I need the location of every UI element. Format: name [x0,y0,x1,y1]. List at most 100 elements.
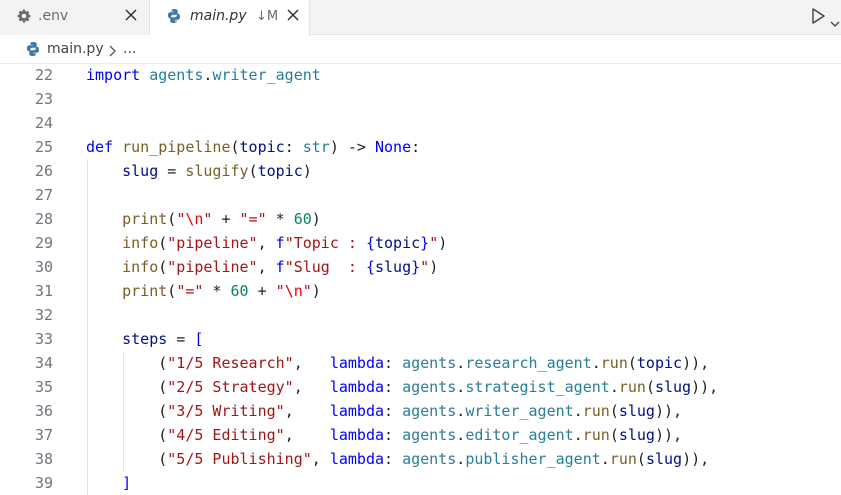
code-token: ( [645,378,655,396]
code-token: import [86,66,141,84]
code-token: ( [167,210,177,228]
code-token: ( [86,426,168,444]
code-token: "Slug : [284,258,366,276]
code-token: ( [158,258,168,276]
code-token: lambda [329,426,385,444]
code-token: , [284,402,330,420]
code-line[interactable]: 29 info("pipeline", f"Topic : {topic}") [0,231,841,255]
code-line[interactable]: 35 ("2/5 Strategy", lambda: agents.strat… [0,375,841,399]
code-line[interactable]: 26 slug = slugify(topic) [0,159,841,183]
code-token: slug [654,378,692,396]
code-token: f [275,258,285,276]
code-line[interactable]: 23 [0,87,841,111]
code-token: ) -> [329,138,375,156]
code-text: ("1/5 Research", lambda: agents.research… [86,351,709,375]
code-token: slug [122,162,159,180]
run-icon[interactable] [810,7,826,25]
code-line[interactable]: 39 ] [0,471,841,495]
code-line[interactable]: 24 [0,111,841,135]
code-token: . [609,378,619,396]
code-token: run [609,450,637,468]
code-token: topic [239,138,285,156]
code-line[interactable]: 34 ("1/5 Research", lambda: agents.resea… [0,351,841,375]
code-line[interactable]: 36 ("3/5 Writing", lambda: agents.writer… [0,399,841,423]
code-token: ( [609,426,619,444]
code-token: ) [429,258,439,276]
code-line[interactable]: 33 steps = [ [0,327,841,351]
code-token: * [203,282,231,300]
code-token: ) [311,282,321,300]
line-number: 25 [34,138,53,156]
code-token: agents [402,354,457,372]
code-line[interactable]: 30 info("pipeline", f"Slug : {slug}") [0,255,841,279]
code-token: " [176,210,186,228]
code-token: " [302,282,312,300]
code-line[interactable]: 28 print("\n" + "=" * 60) [0,207,841,231]
code-token: . [456,402,466,420]
breadcrumb-file[interactable]: main.py [47,41,104,57]
code-text: info("pipeline", f"Slug : {slug}") [86,255,438,279]
close-icon[interactable] [122,6,140,24]
code-token [140,66,149,84]
code-token: "4/5 Editing" [167,426,285,444]
code-token: publisher_agent [465,450,601,468]
code-token: "pipeline" [167,258,258,276]
code-token: agents [149,66,204,84]
code-token [86,162,122,180]
code-token [86,258,122,276]
code-token: ( [248,162,258,180]
chevron-down-icon[interactable] [830,13,840,27]
code-token: " [275,282,285,300]
code-token: "Topic : [284,234,366,252]
breadcrumb-more[interactable]: ... [123,41,137,57]
code-token: \n [185,210,204,228]
code-token: { [365,258,375,276]
breadcrumb: main.py ... [0,36,841,64]
code-line[interactable]: 32 [0,303,841,327]
code-token: } [420,234,430,252]
code-text: ] [86,471,131,495]
code-token: slugify [185,162,249,180]
code-token: : [284,138,303,156]
code-token: : [384,354,403,372]
code-token: steps [122,330,168,348]
line-number: 38 [34,450,53,468]
tab-main-py[interactable]: main.py ↓M [150,0,310,36]
close-icon[interactable] [284,6,302,24]
tab-bar: .env main.py ↓M [0,0,841,36]
code-token [86,282,122,300]
code-line[interactable]: 37 ("4/5 Editing", lambda: agents.editor… [0,423,841,447]
tab-env[interactable]: .env [0,0,150,35]
code-token: str [302,138,330,156]
code-token: . [203,66,213,84]
code-line[interactable]: 25 def run_pipeline(topic: str) -> None: [0,135,841,159]
code-token: . [573,426,583,444]
code-token: 60 [230,282,249,300]
code-token: } [411,258,421,276]
code-token: run [582,426,610,444]
code-token: " [203,210,213,228]
code-token: , [257,234,276,252]
code-token: : [384,378,403,396]
code-token: )), [682,450,710,468]
code-token: topic [375,234,421,252]
code-token: agents [402,450,457,468]
code-token: * [266,210,294,228]
line-number: 33 [34,330,53,348]
code-token: ( [167,282,177,300]
code-line[interactable]: 38 ("5/5 Publishing", lambda: agents.pub… [0,447,841,471]
code-token: . [456,378,466,396]
code-line[interactable]: 27 [0,183,841,207]
code-token: ( [158,234,168,252]
code-token: " [429,234,439,252]
code-token [113,138,122,156]
code-token: topic [636,354,683,372]
code-token: = [167,330,195,348]
code-line[interactable]: 31 print("=" * 60 + "\n") [0,279,841,303]
code-token: writer_agent [465,402,574,420]
code-token: , [293,354,330,372]
line-number: 37 [34,426,53,444]
code-text: def run_pipeline(topic: str) -> None: [86,135,420,159]
